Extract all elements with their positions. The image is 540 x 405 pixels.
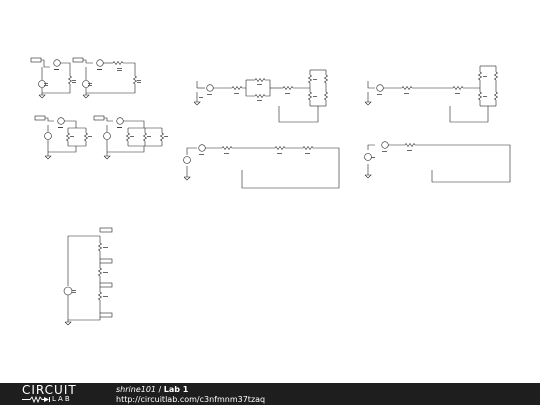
circuit-d[interactable]	[93, 115, 165, 160]
logo-word-lab: LAB	[52, 395, 72, 403]
circuit-e[interactable]	[193, 69, 329, 123]
component-annotations	[44, 68, 487, 297]
schematic-canvas[interactable]	[0, 0, 540, 383]
footer-bar: CIRCUIT LAB shrine101 / Lab 1 http://cir…	[0, 383, 540, 405]
circuit-f[interactable]	[364, 65, 499, 123]
logo-word-circuit: CIRCUIT	[22, 383, 77, 397]
title-separator: /	[156, 385, 164, 394]
logo-resistor-icon	[22, 396, 50, 403]
circuit-h[interactable]	[364, 141, 511, 183]
circuit-i[interactable]	[63, 227, 113, 326]
circuit-url[interactable]: http://circuitlab.com/c3nfmnm37tzaq	[116, 395, 266, 404]
circuit-g[interactable]	[183, 144, 340, 189]
circuit-c[interactable]	[34, 115, 89, 160]
circuit-title: Lab 1	[163, 385, 189, 394]
circuit-a[interactable]	[30, 57, 73, 99]
schematic-drawing	[30, 57, 511, 326]
circuit-b[interactable]	[72, 57, 138, 99]
circuitlab-logo[interactable]: CIRCUIT LAB	[22, 383, 100, 403]
circuit-meta: shrine101 / Lab 1 http://circuitlab.com/…	[116, 385, 265, 405]
author-link[interactable]: shrine101	[116, 385, 157, 394]
